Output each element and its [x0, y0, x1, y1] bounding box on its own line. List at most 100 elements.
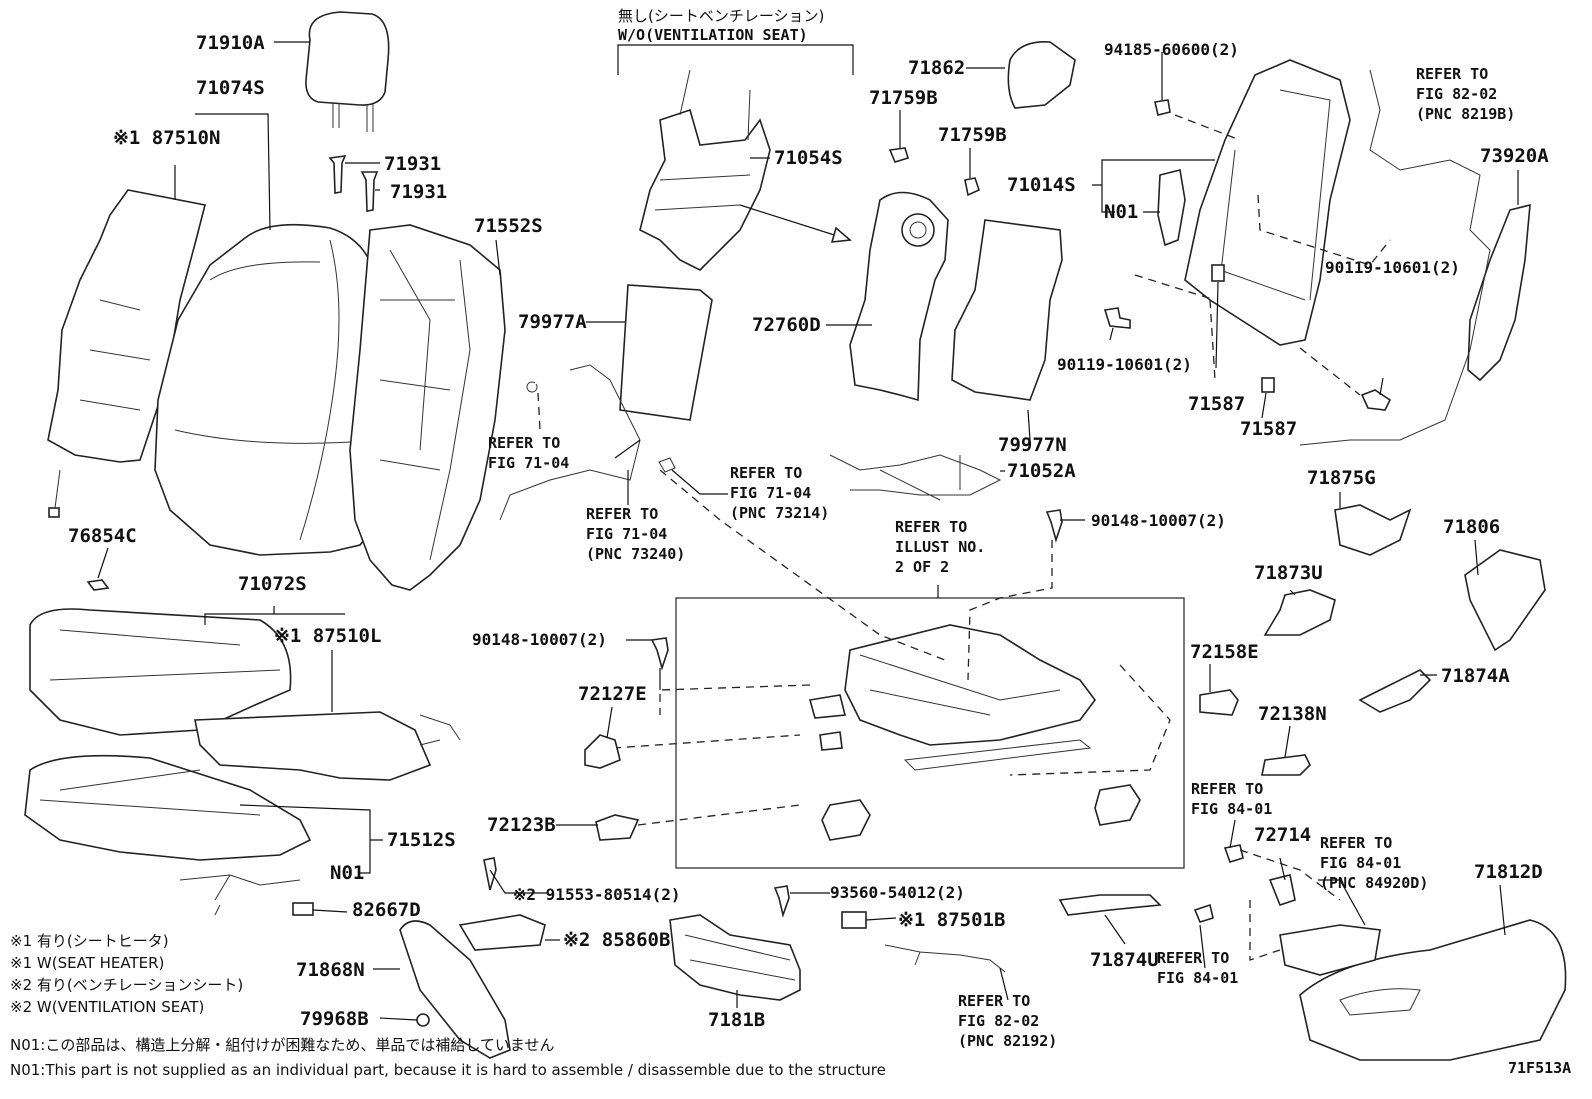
part-label-87510L: ※1 87510L	[274, 625, 382, 647]
part-label-71868N: 71868N	[296, 959, 365, 981]
part-label-N01-lower: N01	[330, 862, 365, 884]
part-label-85860B: ※2 85860B	[563, 929, 671, 951]
part-label-72714: 72714	[1254, 824, 1312, 846]
refer-fig-82-02-upper: REFER TO FIG 82-02 (PNC 8219B)	[1416, 65, 1516, 123]
part-label-71512S: 71512S	[387, 829, 456, 851]
pad-79977A-part	[619, 284, 713, 421]
part-label-72138N: 72138N	[1258, 703, 1327, 725]
part-label-72127E: 72127E	[578, 683, 647, 705]
refer-illust-2-of-2: REFER TO ILLUST NO. 2 OF 2	[895, 518, 986, 576]
footnote-jp: N01:この部品は、構造上分解・組付けが困難なため、単品では補給していません	[10, 1036, 555, 1054]
seatback-frame-part	[1184, 59, 1351, 346]
legend-notes: ※1 有り(シートヒータ) ※1 W(SEAT HEATER) ※2 有り(ベン…	[10, 930, 243, 1018]
refer-fig-71-04-c: REFER TO FIG 71-04 (PNC 73214)	[730, 464, 830, 522]
part-label-90119-a: 90119-10601(2)	[1057, 355, 1192, 374]
seatback-cover-part	[154, 223, 393, 556]
part-label-71812D: 71812D	[1474, 861, 1543, 883]
leader-lines	[97, 41, 1519, 1021]
part-label-71931-b: 71931	[390, 181, 448, 203]
clip-71759B-part	[888, 147, 909, 163]
seatback-pad-part	[349, 224, 506, 591]
part-label-71072S: 71072S	[238, 573, 307, 595]
part-label-87510N: ※1 87510N	[113, 127, 221, 149]
part-label-94185: 94185-60600(2)	[1104, 40, 1239, 59]
cover-71873U-part	[1263, 589, 1336, 636]
clip-71759B-b-part	[964, 177, 980, 197]
seat-track-part	[844, 624, 1096, 746]
part-label-71074S: 71074S	[196, 77, 265, 99]
part-label-90119-b: 90119-10601(2)	[1325, 258, 1460, 277]
part-label-79977N: 79977N	[998, 434, 1067, 456]
part-label-71052A: 71052A	[1007, 460, 1076, 482]
footnote-en: N01:This part is not supplied as an indi…	[10, 1061, 886, 1079]
part-label-71806: 71806	[1443, 516, 1501, 538]
cover-71874A-part	[1358, 669, 1432, 713]
part-label-71587-a: 71587	[1188, 393, 1246, 415]
refer-fig-84-01-a: REFER TO FIG 84-01	[1191, 780, 1273, 818]
diagram-id: 71F513A	[1508, 1059, 1572, 1077]
part-label-72123B: 72123B	[487, 814, 556, 836]
vent-header-jp: 無し(シートベンチレーション)	[618, 7, 825, 25]
cover-71862-part	[1007, 41, 1076, 109]
part-label-71862: 71862	[908, 57, 966, 79]
note-2-jp: ※2 有り(ベンチレーションシート)	[10, 976, 244, 994]
part-label-73920A: 73920A	[1480, 145, 1549, 167]
part-label-90148-b: 90148-10007(2)	[1091, 511, 1226, 530]
part-label-90148-a: 90148-10007(2)	[472, 630, 607, 649]
seat-cushion-cover-part	[29, 608, 292, 736]
refer-fig-82-02-lower: REFER TO FIG 82-02 (PNC 82192)	[958, 992, 1058, 1050]
seat-cushion-frame-part	[669, 914, 801, 1001]
part-label-71014S: 71014S	[1007, 174, 1076, 196]
pad-79977N-part	[951, 219, 1063, 401]
cover-72158E-part	[1199, 689, 1239, 716]
part-label-71552S: 71552S	[474, 215, 543, 237]
seat-cushion-pad-part	[24, 754, 312, 861]
seatback-heater-part	[47, 189, 206, 463]
part-label-71759B-a: 71759B	[869, 87, 938, 109]
part-label-79977A: 79977A	[518, 311, 587, 333]
fan-85860B-part	[458, 914, 546, 951]
part-label-93560: 93560-54012(2)	[830, 883, 965, 902]
side-cover-71868N-part	[399, 920, 511, 1059]
part-label-71875G: 71875G	[1307, 467, 1376, 489]
cushion-heater-part	[194, 711, 432, 781]
bolt-71931-parts	[328, 155, 379, 212]
part-label-72760D: 72760D	[752, 314, 821, 336]
part-label-79968B: 79968B	[300, 1008, 369, 1030]
note-1-en: ※1 W(SEAT HEATER)	[10, 954, 165, 972]
refer-fig-84-01-b: REFER TO FIG 84-01 (PNC 84920D)	[1320, 834, 1429, 892]
part-label-71874A: 71874A	[1441, 665, 1510, 687]
seat-track-detail-box	[675, 597, 1185, 869]
part-label-71910A: 71910A	[196, 32, 265, 54]
vent-header-en: W/O(VENTILATION SEAT)	[618, 26, 808, 44]
cover-71875G-part	[1334, 504, 1412, 556]
harness-71052A-part	[829, 454, 1002, 501]
cover-71806-part	[1464, 549, 1546, 652]
part-label-71759B-b: 71759B	[938, 124, 1007, 146]
refer-fig-71-04-b: REFER TO FIG 71-04 (PNC 73240)	[586, 505, 686, 563]
part-label-91553: ※2 91553-80514(2)	[513, 885, 681, 904]
part-label-71874U: 71874U	[1090, 949, 1159, 971]
part-label-71054S: 71054S	[774, 147, 843, 169]
refer-fig-84-01-c: REFER TO FIG 84-01	[1157, 949, 1239, 987]
cover-72138N-part	[1261, 754, 1311, 776]
part-label-72158E: 72158E	[1190, 641, 1259, 663]
side-airbag-part	[1467, 203, 1531, 382]
part-label-7181B: 7181B	[708, 1009, 766, 1031]
note-2-en: ※2 W(VENTILATION SEAT)	[10, 998, 205, 1016]
part-label-71931-a: 71931	[384, 153, 442, 175]
note-1-jp: ※1 有り(シートヒータ)	[10, 932, 169, 950]
headrest-part	[305, 11, 390, 132]
cover-71874U-part	[1058, 894, 1162, 916]
part-label-71587-b: 71587	[1240, 418, 1298, 440]
refer-fig-71-04-a: REFER TO FIG 71-04	[488, 434, 570, 472]
part-label-N01-upper: N01	[1104, 201, 1139, 223]
part-label-71873U: 71873U	[1254, 562, 1323, 584]
part-label-87501B: ※1 87501B	[898, 909, 1006, 931]
part-label-82667D: 82667D	[352, 899, 421, 921]
part-label-76854C: 76854C	[68, 525, 137, 547]
lumbar-support-wo-vent-part	[639, 108, 771, 271]
outer-shield-part	[1299, 919, 1567, 1061]
